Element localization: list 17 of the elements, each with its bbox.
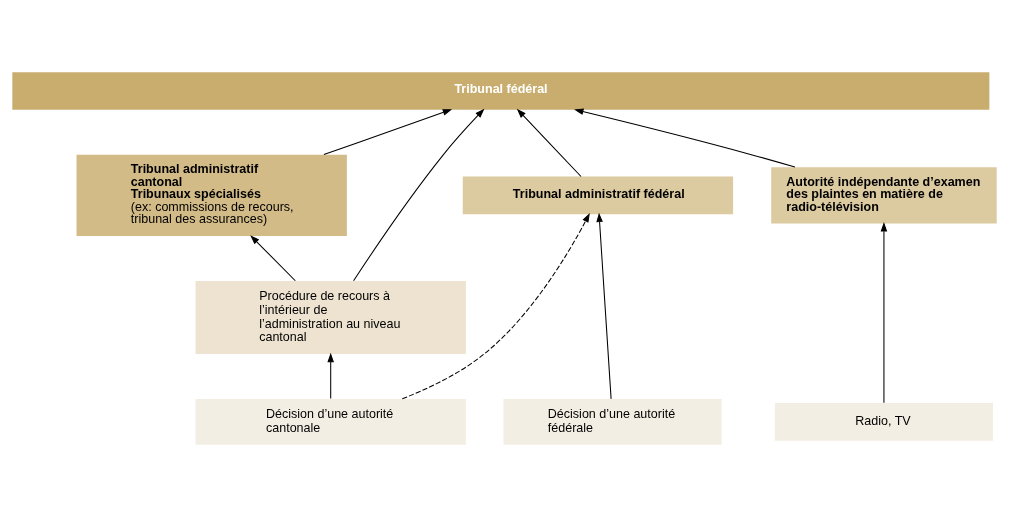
arrow (401, 212, 590, 399)
node-box: Tribunal administratif cantonal Tribunaux spécialisés (ex: commissions de recours, tribunal des assurances) (76, 154, 347, 236)
arrow (516, 108, 582, 177)
arrow (353, 108, 485, 281)
node-box: Tribunal administratif fédéral (462, 176, 734, 214)
arrow (327, 352, 334, 399)
node-box: Tribunal fédéral (12, 71, 990, 110)
node-box: Décision d’une autorité fédérale (503, 398, 722, 445)
node-box: Autorité indépendante d’examen des plaintes en matière de radio-télévision (771, 166, 997, 224)
arrow (574, 107, 796, 168)
node-box: Radio, TV (774, 402, 993, 441)
node-box: Procédure de recours à l’intérieur de l’administration au niveau cantonal (195, 280, 466, 354)
arrow (880, 221, 888, 403)
arrow (250, 234, 296, 281)
arrow (596, 212, 612, 399)
arrow (323, 108, 453, 155)
node-box: Décision d’une autorité cantonale (195, 398, 466, 445)
